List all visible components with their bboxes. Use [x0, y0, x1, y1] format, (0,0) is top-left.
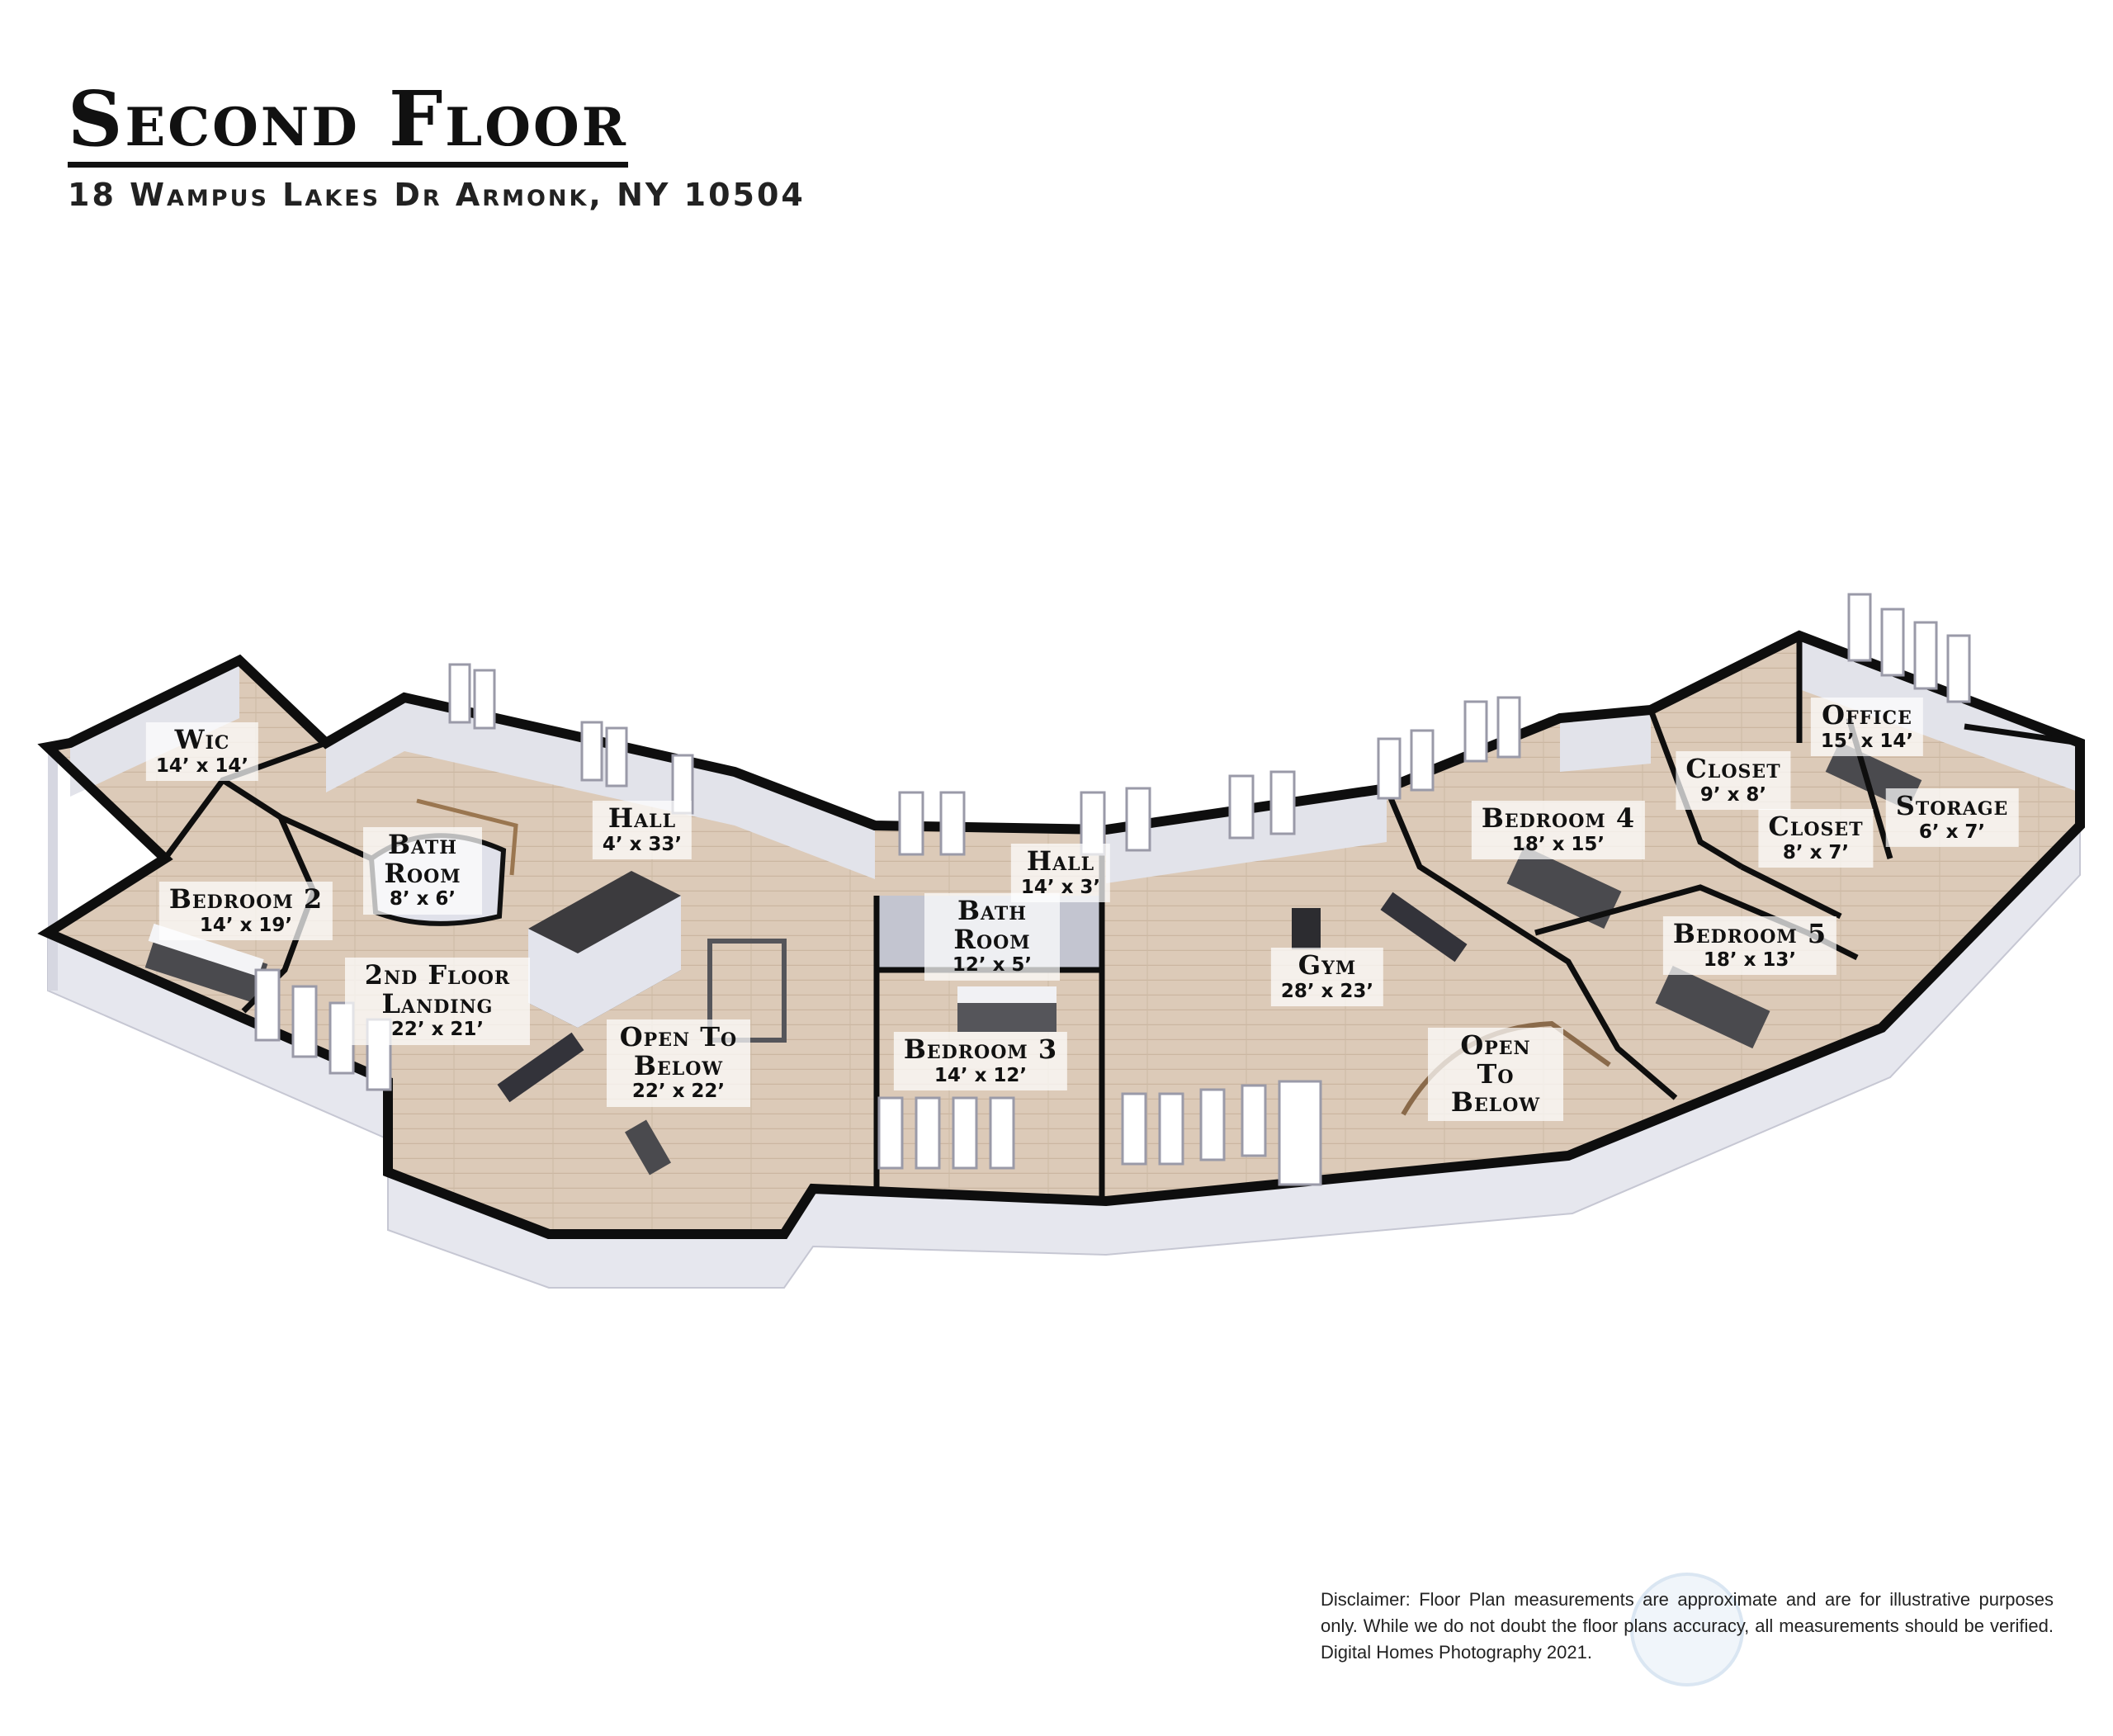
windows: [254, 593, 1971, 1186]
page-title: Second Floor: [68, 81, 628, 168]
room-label-open-to-below-2: Open To Below: [1428, 1028, 1563, 1121]
stair-railing: [416, 798, 518, 876]
property-address: 18 Wampus Lakes Dr Armonk, NY 10504: [68, 177, 806, 213]
disclaimer-text: Disclaimer: Floor Plan measurements are …: [1321, 1589, 2054, 1663]
exterior-wall-face-left: [48, 747, 58, 991]
stair-well-1-face: [528, 896, 681, 1028]
watermark-logo: [1630, 1573, 1744, 1686]
interior-walls-back: [70, 636, 2080, 883]
